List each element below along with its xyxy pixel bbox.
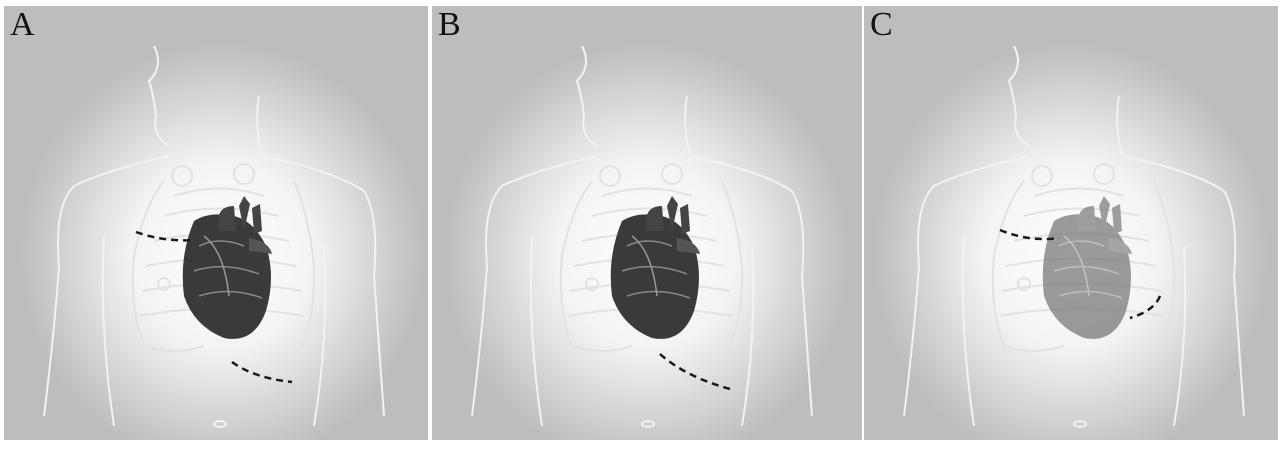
panel-c: C [864,6,1278,440]
panel-b: B [432,6,862,440]
panel-c-illustration [864,6,1278,440]
panel-b-illustration [432,6,862,440]
panel-label: C [870,8,893,42]
panel-label: A [10,8,35,42]
panel-label: B [438,8,461,42]
panel-a: A [4,6,428,440]
panel-a-illustration [4,6,428,440]
